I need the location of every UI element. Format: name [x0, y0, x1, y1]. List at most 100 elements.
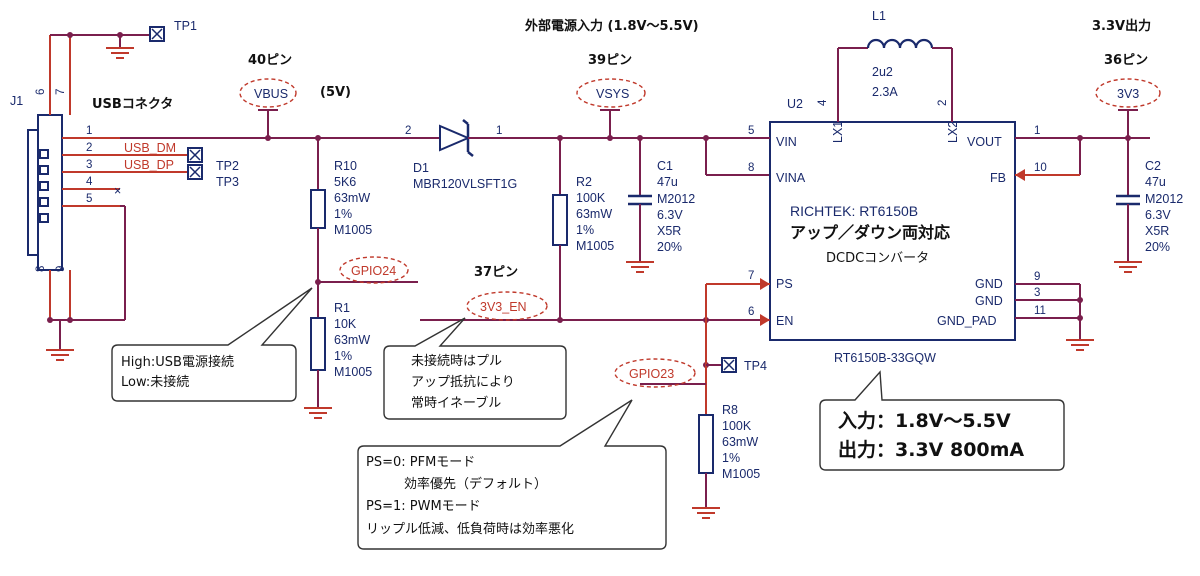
- usb-connector-title: USBコネクタ: [92, 97, 173, 112]
- vsys-highlight: [576, 78, 646, 108]
- ground-symbol-u2: [1066, 339, 1094, 351]
- tp3-label: TP3: [216, 175, 239, 189]
- pin-39-label: 39ピン: [588, 53, 632, 68]
- en-highlight: [466, 291, 548, 321]
- j1-pin-8: 8: [35, 266, 47, 272]
- vsys-net: VSYS: [596, 87, 629, 101]
- j1-pin-1: 1: [86, 125, 92, 137]
- callout-ps-line2: 効率優先（デフォルト）: [404, 476, 547, 492]
- u2-num-gnd1: 9: [1034, 271, 1040, 283]
- gpio23-net: GPIO23: [629, 367, 674, 381]
- resistor-r1: [310, 317, 326, 371]
- j1-pin-2: 2: [86, 142, 92, 154]
- u2-pin-gnd1: GND: [975, 277, 1003, 291]
- callout-en: 未接続時はプル アップ抵抗により 常時イネーブル: [383, 317, 567, 420]
- ground-symbol-r8: [692, 507, 720, 519]
- r1-power: 63mW: [334, 333, 370, 347]
- callout-ps: PS=0: PFMモード 効率優先（デフォルト） PS=1: PWMモード リッ…: [357, 399, 667, 550]
- c2-ref: C2: [1145, 159, 1161, 173]
- l1-ref: L1: [872, 9, 886, 23]
- tp2-label: TP2: [216, 159, 239, 173]
- ground-symbol-c1: [626, 261, 654, 273]
- j1-pin-9: 9: [55, 266, 67, 272]
- c1-value: 47u: [657, 175, 678, 189]
- c1-voltage: 6.3V: [657, 208, 683, 222]
- r8-pkg: M1005: [722, 467, 760, 481]
- r8-power: 63mW: [722, 435, 758, 449]
- u2-num-gnd-pad: 11: [1034, 305, 1046, 317]
- pin-36-label: 36ピン: [1104, 53, 1148, 68]
- usb-dm-net: USB_DM: [124, 141, 176, 155]
- no-connect-mark: ×: [114, 184, 121, 198]
- l1-current: 2.3A: [872, 85, 898, 99]
- r10-ref: R10: [334, 159, 357, 173]
- d1-pin-anode: 2: [405, 125, 411, 137]
- u2-pin-gnd-pad: GND_PAD: [937, 314, 997, 328]
- gpio24-highlight: [339, 256, 409, 284]
- usb-dp-net: USB_DP: [124, 158, 174, 172]
- ground-symbol-c2: [1114, 261, 1142, 273]
- gpio24-net: GPIO24: [351, 264, 396, 278]
- callout-spec-input: 入力：1.8V～5.5V: [838, 409, 1011, 432]
- u2-vendor: RICHTEK: RT6150B: [790, 203, 918, 219]
- resistor-r2: [552, 194, 568, 246]
- c2-voltage: 6.3V: [1145, 208, 1171, 222]
- ic-u2-body: [769, 121, 1016, 341]
- d1-ref: D1: [413, 161, 429, 175]
- resistor-r8: [698, 414, 714, 474]
- j1-pin-4: 4: [86, 176, 93, 188]
- ground-symbol-j1: [46, 349, 74, 361]
- r10-tol: 1%: [334, 207, 352, 221]
- r8-ref: R8: [722, 403, 738, 417]
- r2-value: 100K: [576, 191, 606, 205]
- usb-connector-j1: J1: [10, 94, 63, 271]
- callout-en-line2: アップ抵抗により: [411, 375, 515, 390]
- callout-ps-line3: PS=1: PWMモード: [366, 499, 481, 514]
- u2-pin-en: EN: [776, 314, 793, 328]
- c1-tol: 20%: [657, 240, 682, 254]
- r8-tol: 1%: [722, 451, 740, 465]
- j1-pin-5: 5: [86, 193, 92, 205]
- r1-ref: R1: [334, 301, 350, 315]
- l1-pin-b: 2: [937, 100, 949, 106]
- r1-pkg: M1005: [334, 365, 372, 379]
- j1-pin-7: 7: [55, 89, 67, 95]
- r2-power: 63mW: [576, 207, 612, 221]
- callout-en-line3: 常時イネーブル: [411, 395, 501, 411]
- c2-value: 47u: [1145, 175, 1166, 189]
- c1-pkg: M2012: [657, 192, 695, 206]
- r1-value: 10K: [334, 317, 357, 331]
- u2-pin-lx2: LX2: [946, 121, 960, 143]
- vout-title: 3.3V出力: [1092, 18, 1151, 34]
- j1-pin-3: 3: [86, 159, 92, 171]
- pin-40-label: 40ピン: [248, 53, 292, 68]
- tp4-label: TP4: [744, 359, 767, 373]
- vin-title: 外部電源入力 (1.8V～5.5V): [524, 18, 699, 34]
- ground-symbol-r1: [304, 407, 332, 419]
- r8-value: 100K: [722, 419, 752, 433]
- u2-ref: U2: [787, 97, 803, 111]
- u2-feature: アップ／ダウン両対応: [790, 223, 950, 242]
- vbus-highlight: [239, 78, 297, 108]
- j1-ref: J1: [10, 94, 23, 108]
- callout-spec: 入力：1.8V～5.5V 出力：3.3V 800mA: [819, 370, 1065, 471]
- vbus-5v-label: (5V): [320, 85, 351, 100]
- callout-usb: High:USB電源接続 Low:未接続: [111, 287, 313, 402]
- u2-num-vin: 5: [748, 125, 754, 137]
- c2-tol: 20%: [1145, 240, 1170, 254]
- r10-pkg: M1005: [334, 223, 372, 237]
- v3v3-net: 3V3: [1117, 87, 1139, 101]
- r10-power: 63mW: [334, 191, 370, 205]
- j1-pin-6: 6: [35, 89, 47, 95]
- tp1-label: TP1: [174, 19, 197, 33]
- ground-symbol-tp1: [106, 47, 134, 59]
- v3v3-en-net: 3V3_EN: [480, 300, 527, 314]
- c1-dielectric: X5R: [657, 224, 681, 238]
- u2-pin-fb: FB: [990, 171, 1006, 185]
- l1-pin-a: 4: [817, 99, 829, 106]
- c2-pkg: M2012: [1145, 192, 1183, 206]
- inductor-l1: [866, 38, 934, 49]
- callout-usb-line1: High:USB電源接続: [121, 354, 234, 370]
- u2-part: RT6150B-33GQW: [834, 351, 936, 365]
- u2-pin-vout: VOUT: [967, 135, 1002, 149]
